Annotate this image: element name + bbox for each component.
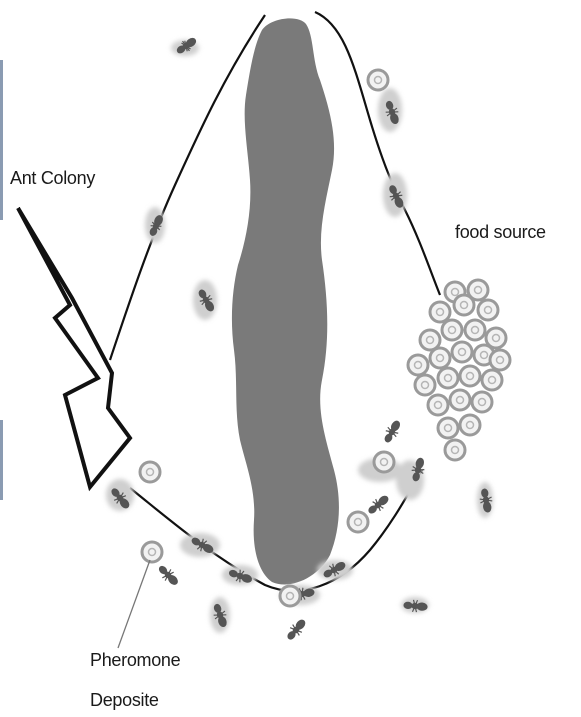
- pheromone-marker: [140, 462, 160, 482]
- ant-icon: [381, 419, 403, 445]
- food-pellet: [438, 418, 458, 438]
- food-pellet: [454, 295, 474, 315]
- obstacle: [232, 18, 339, 584]
- food-pellet: [465, 320, 485, 340]
- food-pellet: [490, 350, 510, 370]
- pheromone-marker: [280, 586, 300, 606]
- food-pellet: [408, 355, 428, 375]
- food-pellet: [460, 415, 480, 435]
- pheromone-marker: [348, 512, 368, 532]
- food-source-cluster: [408, 280, 510, 460]
- food-pellet: [445, 440, 465, 460]
- food-pellet: [472, 392, 492, 412]
- food-pellet: [450, 390, 470, 410]
- pheromone-label-line1: Pheromone: [90, 650, 180, 671]
- food-pellet: [430, 302, 450, 322]
- ant-icon: [284, 617, 308, 642]
- ant-icon: [156, 563, 181, 588]
- pheromone-label-line2: Deposite: [90, 690, 159, 711]
- food-pellet: [478, 300, 498, 320]
- food-source-label: food source: [455, 222, 546, 243]
- food-pellet: [460, 366, 480, 386]
- pheromone-marker: [142, 542, 162, 562]
- ant-colony-label: Ant Colony: [10, 168, 95, 189]
- food-pellet: [442, 320, 462, 340]
- pheromone-leader-line: [118, 560, 150, 648]
- food-pellet: [428, 395, 448, 415]
- pheromone-marker: [374, 452, 394, 472]
- food-pellet: [482, 370, 502, 390]
- food-pellet: [438, 368, 458, 388]
- ant-icon: [366, 493, 391, 517]
- food-pellet: [415, 375, 435, 395]
- food-pellet: [430, 348, 450, 368]
- food-pellet: [452, 342, 472, 362]
- pheromone-marker: [368, 70, 388, 90]
